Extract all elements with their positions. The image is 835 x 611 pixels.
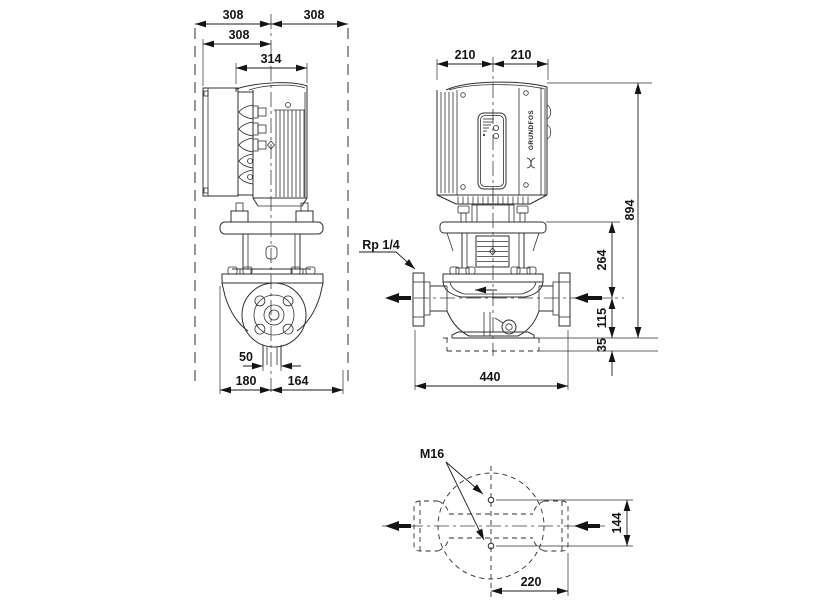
bolt-callout: M16 xyxy=(420,447,485,541)
dim-clearance-left: 308 xyxy=(223,8,244,22)
cover-screws xyxy=(460,90,529,190)
display-button xyxy=(492,132,499,139)
pump-top-flange xyxy=(221,273,324,284)
volute-right-wall xyxy=(296,282,324,332)
bolt-hole-bottom xyxy=(487,542,495,550)
stool-front xyxy=(439,221,547,275)
control-display xyxy=(477,112,507,190)
dim-drain-label: 50 xyxy=(239,350,253,364)
top-view: M16 144 220 xyxy=(382,447,633,597)
dim-feet: 180 164 xyxy=(219,286,344,394)
vent-hole xyxy=(285,102,291,108)
coupling-guard xyxy=(475,235,510,268)
flow-arrow-outlet-top-icon xyxy=(385,521,411,531)
grundfos-diamond-icon xyxy=(488,247,497,256)
dim-bolt-spacing: 144 xyxy=(496,499,633,547)
port-left xyxy=(412,272,448,327)
dim-bolt-spacing-label: 144 xyxy=(610,513,624,534)
suction-flange-face xyxy=(241,282,307,348)
dim-heights: 894 264 115 35 xyxy=(534,82,658,376)
dim-width-left-label: 210 xyxy=(455,48,476,62)
dim-center-to-stool-label: 264 xyxy=(595,250,609,271)
gauge-port-callout: Rp 1/4 xyxy=(359,238,416,270)
front-view: 210 210 xyxy=(359,48,658,390)
ribbed-ring xyxy=(436,194,548,205)
dim-box-width: 308 xyxy=(229,28,250,42)
heatsink-band xyxy=(440,90,458,195)
display-button xyxy=(492,125,499,132)
clearance-dashed-lines xyxy=(194,28,349,386)
flow-arrow-inlet-icon xyxy=(574,293,602,303)
pump-foot xyxy=(451,331,535,338)
bolt-hole-top xyxy=(487,496,495,504)
conduit-bosses xyxy=(546,104,552,140)
base-outline-dashed xyxy=(437,472,545,580)
motor-side xyxy=(202,82,314,223)
flow-arrow-outlet-icon xyxy=(385,293,411,303)
stool-flange xyxy=(219,221,324,235)
dim-drain: 50 xyxy=(239,350,301,371)
pump-front xyxy=(385,266,602,352)
dim-foot-left-label: 180 xyxy=(236,374,257,388)
port-right xyxy=(538,272,571,327)
cable-glands xyxy=(238,104,267,185)
bolt-size-label: M16 xyxy=(420,447,444,461)
dim-foot-right-label: 164 xyxy=(288,374,309,388)
flange-left-dashed xyxy=(413,500,450,552)
dim-clearance-right: 308 xyxy=(304,8,325,22)
dim-port-to-port: 440 xyxy=(414,330,569,390)
dim-clearance: 308 308 xyxy=(195,8,348,28)
volute-dome xyxy=(442,281,544,298)
dim-motor-width-label: 314 xyxy=(261,52,282,66)
dim-base-height-label: 35 xyxy=(595,338,609,352)
dim-center-to-flange: 220 xyxy=(491,553,569,596)
dim-port-to-port-label: 440 xyxy=(480,370,501,384)
gauge-port-label: Rp 1/4 xyxy=(362,238,400,252)
coupling-window xyxy=(265,245,278,260)
drain-stub xyxy=(262,345,282,365)
motor-fins xyxy=(275,110,305,197)
dim-center-to-base-label: 115 xyxy=(595,308,609,328)
dim-motor-width: 314 xyxy=(235,52,308,84)
volute-left-wall xyxy=(221,282,249,332)
brand-text: GRUNDFOS xyxy=(528,110,535,150)
dim-motor-halves: 210 210 xyxy=(436,48,549,80)
flange-right-dashed xyxy=(532,500,569,552)
pump-flange-front xyxy=(442,273,544,283)
dim-total-height-label: 894 xyxy=(623,200,637,221)
dim-box-to-center: 308 xyxy=(202,28,271,86)
motor-front: GRUNDFOS xyxy=(436,81,552,223)
pump-side xyxy=(219,221,324,365)
side-view: 308 308 308 314 xyxy=(194,8,349,394)
flow-arrow-inlet-top-icon xyxy=(574,521,600,531)
grundfos-logo-icon xyxy=(526,157,536,169)
volute-lower xyxy=(446,310,540,337)
dim-width-right-label: 210 xyxy=(511,48,532,62)
dim-center-to-flange-label: 220 xyxy=(521,575,542,589)
grundfos-diamond-icon xyxy=(266,140,276,150)
